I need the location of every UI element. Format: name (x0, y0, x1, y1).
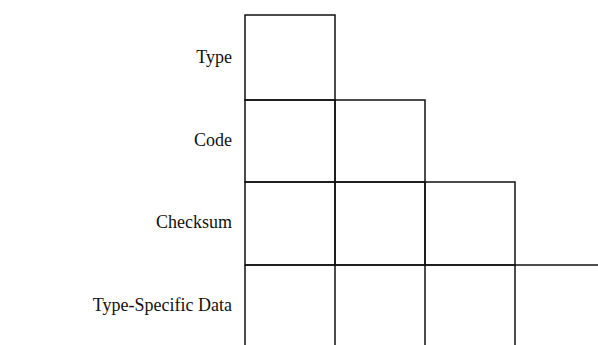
byte-box (425, 182, 515, 265)
byte-box (245, 15, 335, 100)
row-line (245, 264, 598, 266)
field-label: Checksum (0, 211, 232, 233)
field-label: Type-Specific Data (0, 294, 232, 316)
byte-box (245, 100, 335, 182)
field-label: Code (0, 129, 232, 151)
column-line (514, 265, 516, 345)
byte-box (245, 182, 335, 265)
field-boxes (245, 15, 598, 345)
byte-box (335, 182, 425, 265)
column-line (424, 265, 426, 345)
column-line (334, 265, 336, 345)
byte-box (335, 100, 425, 182)
field-label: Type (0, 46, 232, 68)
column-line (244, 265, 246, 345)
